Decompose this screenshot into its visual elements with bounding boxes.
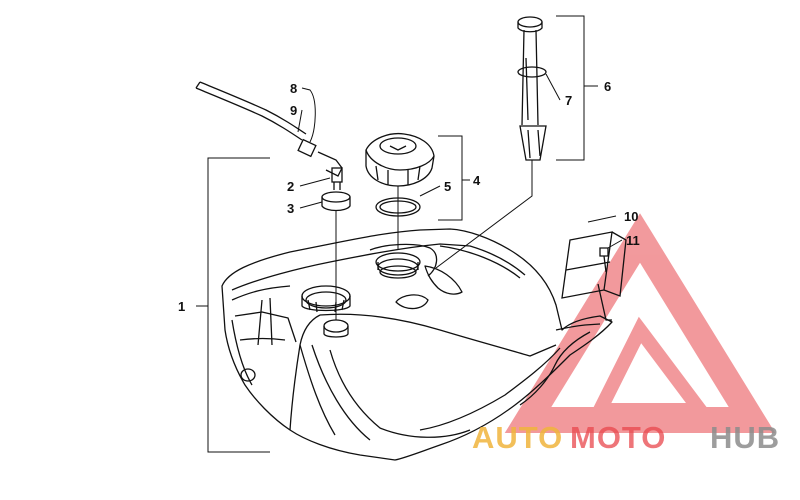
watermark-hub: HUB — [710, 420, 780, 455]
callout-9: 9 — [290, 103, 297, 118]
bracket-bolt — [599, 247, 609, 273]
callout-10: 10 — [624, 209, 638, 224]
vent-hose — [195, 81, 307, 141]
callout-3: 3 — [287, 201, 294, 216]
fuel-cap — [365, 132, 435, 187]
watermark-auto: AUTO — [472, 420, 563, 455]
callout-8: 8 — [290, 81, 297, 96]
fuel-tank — [221, 228, 613, 461]
leader-lines — [196, 15, 623, 453]
vent-elbow-fitting — [317, 151, 343, 190]
sender-gasket — [517, 66, 547, 78]
grommet — [321, 191, 351, 212]
hose-clamp — [297, 138, 317, 158]
callout-5: 5 — [444, 179, 451, 194]
callout-6: 6 — [604, 79, 611, 94]
watermark-triangle — [504, 213, 776, 433]
fuel-level-sender — [517, 16, 547, 161]
callout-11: 11 — [626, 233, 640, 248]
tank-pump-neck — [301, 285, 351, 338]
callout-1: 1 — [178, 299, 185, 314]
callout-7: 7 — [565, 93, 572, 108]
callout-4: 4 — [473, 173, 481, 188]
watermark-logo: AUTO MOTO HUB — [472, 420, 780, 455]
tank-filler-neck — [375, 252, 421, 279]
mounting-bracket — [561, 231, 627, 321]
callout-labels: 1 2 3 4 5 6 7 8 9 10 11 — [178, 79, 640, 314]
callout-2: 2 — [287, 179, 294, 194]
watermark-moto: MOTO — [570, 420, 666, 455]
